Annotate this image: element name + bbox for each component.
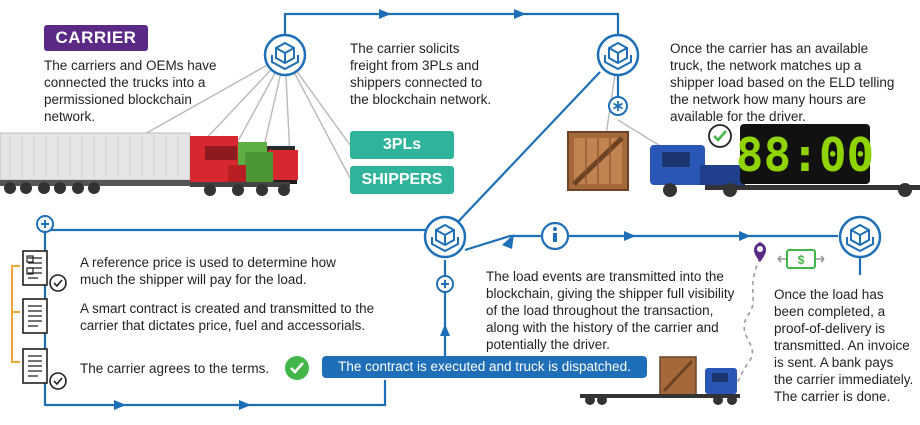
blockchain-node-icon [263,33,307,77]
blockchain-node-icon [596,33,640,77]
document-icon [22,298,48,334]
blockchain-node-icon [838,215,882,259]
truck-icon [650,145,920,197]
carrier-agrees-text: The carrier agrees to the terms. [80,361,270,376]
plus-icon [436,275,454,293]
flow-path [43,12,862,407]
delivery-trail [734,257,761,391]
contract-executed-banner: The contract is executed and truck is di… [322,356,647,378]
check-icon [285,356,309,380]
check-icon [49,372,67,390]
location-pin-icon [754,242,766,262]
blockchain-node-icon [423,215,467,259]
carrier-badge: CARRIER [44,25,148,51]
eld-clock-digits: 88:00 [736,128,874,182]
threepls-badge: 3PLs [350,131,454,159]
info-icon [540,221,570,251]
completion-text: Once the load has been completed, a proo… [774,287,914,404]
shippers-badge: SHIPPERS [350,166,454,194]
carrier-solicits-text: The carrier solicits freight from 3PLs a… [350,41,492,107]
network-matches-text: Once the carrier has an available truck,… [670,41,895,124]
carriers-connected-text: The carriers and OEMs have connected the… [44,58,217,124]
check-icon [49,274,67,292]
truck-icon [0,132,298,196]
plus-icon [36,215,54,233]
reference-price-text: A reference price is used to determine h… [80,255,336,287]
check-icon [708,124,732,148]
eld-clock: 88:00 [736,124,874,184]
svg-text:$: $ [798,253,805,267]
load-events-text: The load events are transmitted into the… [486,269,735,352]
truck-icon [580,356,740,405]
smart-contract-text: A smart contract is created and transmit… [80,301,375,333]
document-icon [22,348,48,384]
crate-icon [567,131,629,191]
asterisk-icon [608,96,628,116]
document-icon [22,250,48,286]
money-transfer-icon: $ [777,249,825,269]
